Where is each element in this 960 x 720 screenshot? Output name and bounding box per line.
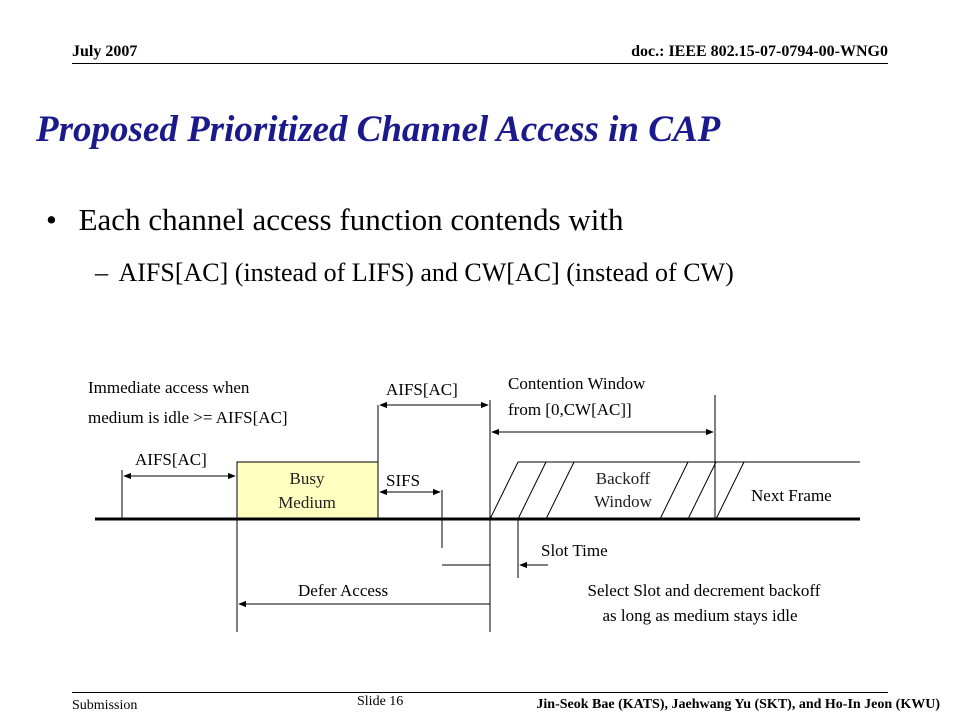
sifs-label: SIFS	[386, 471, 420, 490]
bullet-sub-text: AIFS[AC] (instead of LIFS) and CW[AC] (i…	[118, 258, 734, 287]
backoff-slots	[489, 461, 745, 520]
header-doc-id: doc.: IEEE 802.15-07-0794-00-WNG0	[631, 43, 888, 60]
footer-rule	[72, 692, 888, 693]
backoff-window-label-line2: Window	[594, 492, 653, 511]
immediate-access-label-line2: medium is idle >= AIFS[AC]	[88, 408, 288, 427]
bullet-sub: – AIFS[AC] (instead of LIFS) and CW[AC] …	[95, 258, 734, 288]
busy-medium-label-line2: Medium	[278, 493, 336, 512]
select-slot-label-line2: as long as medium stays idle	[602, 606, 797, 625]
busy-medium-box	[236, 461, 379, 519]
header-date: July 2007	[72, 43, 138, 60]
backoff-slot-line	[489, 461, 519, 520]
header-rule	[72, 63, 888, 64]
slide-title: Proposed Prioritized Channel Access in C…	[36, 109, 721, 150]
footer-authors: Jin-Seok Bae (KATS), Jaehwang Yu (SKT), …	[536, 697, 940, 712]
backoff-slot-line	[715, 461, 745, 520]
backoff-slot-line	[687, 461, 717, 520]
backoff-slot-line	[659, 461, 689, 520]
footer-submission: Submission	[72, 698, 138, 713]
contention-window-label-line1: Contention Window	[508, 374, 646, 393]
backoff-slot-line	[517, 461, 547, 520]
aifs-top-label: AIFS[AC]	[386, 380, 458, 399]
contention-window-label-line2: from [0,CW[AC]]	[508, 400, 632, 419]
bullet-dot: •	[46, 202, 57, 237]
backoff-slot-line	[545, 461, 575, 520]
next-frame-label: Next Frame	[751, 486, 832, 505]
select-slot-label-line1: Select Slot and decrement backoff	[588, 581, 821, 600]
footer-slide-number: Slide 16	[357, 694, 404, 709]
bullet-main-text: Each channel access function contends wi…	[78, 202, 624, 237]
aifs-left-label: AIFS[AC]	[135, 450, 207, 469]
bullet-main: • Each channel access function contends …	[46, 202, 624, 238]
slot-time-label: Slot Time	[541, 541, 608, 560]
immediate-access-label-line1: Immediate access when	[88, 378, 250, 397]
busy-medium-label-line1: Busy	[290, 469, 325, 488]
defer-access-label: Defer Access	[298, 581, 388, 600]
bullet-sub-dash: –	[95, 258, 108, 287]
backoff-window-label-line1: Backoff	[596, 469, 651, 488]
